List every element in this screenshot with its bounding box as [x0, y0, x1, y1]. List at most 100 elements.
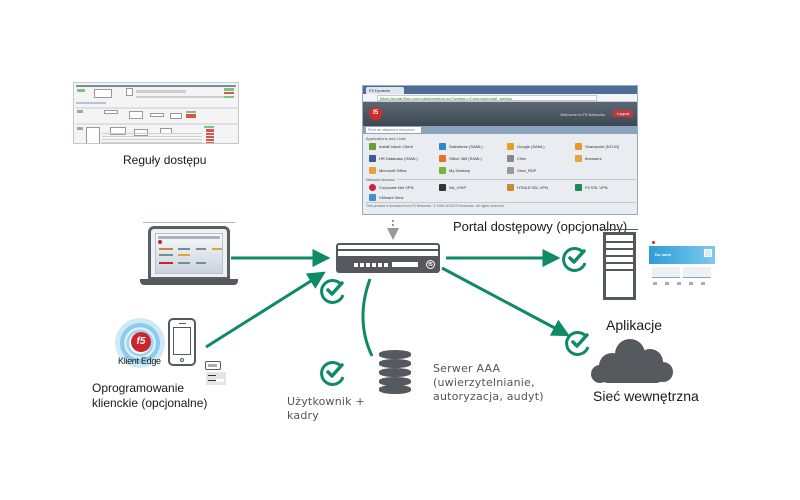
app-icon [575, 143, 582, 150]
access-rules-label: Reguły dostępu [123, 153, 207, 167]
section-divider [366, 179, 636, 180]
browser-tabbar: F5 Dynamic Desktop [363, 86, 637, 94]
welcome-text: Welcome to F5 Networks [560, 112, 605, 117]
users-label-line2: kadry [287, 409, 319, 422]
vpn-icon [507, 184, 514, 191]
site-banner-text: Do more [655, 252, 672, 257]
portal-screenshot: F5 Dynamic Desktop https://portal.f5se.c… [362, 85, 638, 215]
application-server-icon [603, 232, 636, 300]
app-icon [439, 155, 446, 162]
db-disk [379, 359, 411, 368]
f5-edge-logo: f5 [131, 332, 151, 352]
portal-network-item: F5 SSL VPN [575, 184, 637, 191]
phone-speaker [179, 323, 186, 324]
site-card [652, 267, 680, 278]
device-top [336, 243, 440, 256]
vpn-icon [575, 184, 582, 191]
portal-label: Portal dostępowy (opcjonalny) [453, 219, 628, 234]
portal-app-item: Install Intuch Client [369, 143, 431, 150]
db-disk [379, 350, 411, 359]
apps-section-title: Applications and Links [366, 136, 406, 141]
laptop-top-line [143, 222, 235, 223]
server-cap-line [601, 229, 638, 230]
app-icon [507, 143, 514, 150]
applications-label: Aplikacje [606, 317, 663, 333]
f5-logo: f5 [369, 107, 382, 120]
client-software-label-line1: Oprogramowanie [92, 381, 185, 395]
portal-app-item: Salesforce (SAML) [439, 143, 501, 150]
vpn-icon [369, 184, 376, 191]
portal-app-item: Google (SAML) [507, 143, 569, 150]
db-disk [379, 377, 411, 386]
folder-icon [575, 155, 582, 162]
port-led [360, 263, 364, 267]
portal-network-item: NA_VHIP [439, 184, 501, 191]
portal-app-item: Microsoft Office [369, 167, 431, 174]
portal-network-item: HTML5 SSL VPN [507, 184, 569, 191]
check-icon-applications [562, 246, 587, 272]
db-disk [379, 368, 411, 377]
gateway-to-network-arrow [441, 266, 570, 337]
browser-tab: F5 Dynamic Desktop [366, 87, 404, 94]
port-led [384, 263, 388, 267]
app-icon [369, 143, 376, 150]
aaa-database-icon [379, 350, 411, 394]
vpn-icon [439, 184, 446, 191]
portal-header: f5 Welcome to F5 Networks Logout [363, 102, 637, 126]
portal-search-input: Find an attached resource [366, 127, 421, 133]
f5-logo-icon: f5 [426, 260, 435, 269]
portal-app-item: Office 365 (SAML) [439, 155, 501, 162]
portal-app-item: HR Database (SAML) [369, 155, 431, 162]
port-led [366, 263, 370, 267]
aaa-label-line1: Serwer AAA [433, 362, 501, 375]
aaa-label-line3: autoryzacja, audyt) [433, 390, 544, 403]
application-website-screenshot: Do more [649, 240, 715, 290]
browser-address-bar: https://portal.f5se.com/vdesk/webtop.eui… [363, 94, 637, 102]
access-rules-screenshot [73, 82, 239, 144]
portal-app-item: View_RDP [507, 167, 569, 174]
site-banner [649, 246, 715, 264]
client-software-label-line2: klienckie (opcjonalne) [92, 396, 208, 410]
internal-network-label: Sieć wewnętrzna [593, 388, 699, 404]
portal-app-item: My Desktop [439, 167, 501, 174]
port-led [354, 263, 358, 267]
site-footer [653, 282, 711, 285]
folder-icon [369, 167, 376, 174]
port-led [372, 263, 376, 267]
network-section-title: Network Access [366, 177, 398, 182]
site-qr [704, 249, 712, 257]
check-icon-network [565, 330, 590, 356]
device-front-panel: f5 [336, 256, 440, 273]
internal-network-cloud-icon [591, 339, 673, 383]
url-field: https://portal.f5se.com/vdesk/webtop.eui… [377, 95, 597, 101]
phone-home-button [180, 358, 184, 362]
site-card [683, 267, 711, 278]
access-gateway-device: f5 [336, 243, 440, 275]
check-icon-users [320, 360, 345, 386]
gateway-to-aaa-link [361, 278, 374, 357]
portal-app-item: Sharepoint (NTLM) [575, 143, 637, 150]
portal-network-item: VMware View [369, 194, 431, 201]
app-icon [507, 155, 514, 162]
laptop-screen [155, 233, 223, 274]
portal-network-item: Corporate Net VPN [369, 184, 431, 191]
phone-screen [173, 327, 191, 355]
portal-app-item: Citrix [507, 155, 569, 162]
edge-client-label: Klient Edge [118, 356, 161, 366]
display-slot [392, 262, 418, 267]
laptop-base [140, 279, 238, 285]
app-icon [507, 167, 514, 174]
app-icon [369, 155, 376, 162]
footer-divider [366, 202, 636, 203]
app-icon [439, 143, 446, 150]
users-label-line1: Użytkownik + [287, 395, 365, 408]
login-card-icon [206, 372, 226, 385]
check-icon-gateway [320, 278, 345, 304]
aaa-label-line2: (uwierzytelnianie, [433, 376, 535, 389]
security-token-icon [205, 361, 221, 370]
port-led [378, 263, 382, 267]
portal-search-bar: Find an attached resource [363, 126, 637, 134]
laptop-icon [148, 226, 230, 280]
logout-button: Logout [613, 110, 633, 117]
db-disk [379, 385, 411, 394]
